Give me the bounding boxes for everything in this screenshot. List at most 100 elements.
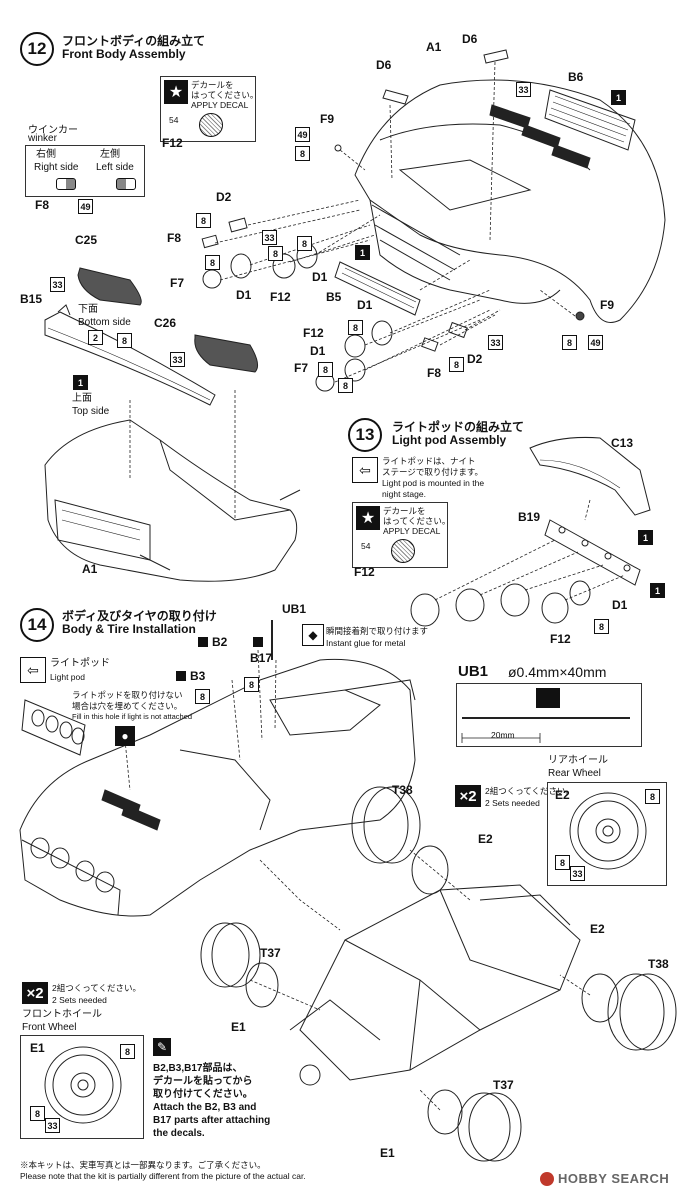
step-14-number: 14	[20, 608, 54, 642]
step-12-title-en: Front Body Assembly	[62, 47, 186, 61]
tires-step14	[200, 786, 677, 1162]
part-e1-upper: E1	[231, 1020, 246, 1034]
winker-right-jp: 右側	[36, 149, 56, 160]
front-wheel-color-8a: 8	[120, 1044, 135, 1059]
part-e2-upper: E2	[478, 832, 493, 846]
footer-note-en: Please note that the kit is partially di…	[20, 1171, 306, 1181]
instant-glue-icon: ◆	[302, 624, 324, 646]
light-pod-stage-icon: ⇦	[20, 657, 46, 683]
bottom-side-jp: 下面	[78, 304, 98, 315]
color-8-b3: 8	[195, 689, 210, 704]
decal-number-step13: 54	[361, 541, 371, 551]
step-14-title-jp: ボディ及びタイヤの取り付け	[62, 609, 217, 623]
guide-lines-step12	[214, 61, 576, 383]
decal-note-jp1: デカールを	[191, 80, 234, 90]
rear-wheel-sets-badge: ×2	[455, 785, 481, 807]
rear-wheel-color-33: 33	[570, 866, 585, 881]
part-c25: C25	[75, 233, 98, 247]
front-wheel-color-33: 33	[45, 1118, 60, 1133]
attach-note-jp1: B2,B3,B17部品は、	[153, 1063, 243, 1074]
decal-part-label-step12: F12	[162, 136, 183, 150]
rear-wheel-box	[547, 782, 667, 886]
color-8-d1-c: 8	[348, 320, 363, 335]
front-wheel-color-8b: 8	[30, 1106, 45, 1121]
front-wheel-box	[20, 1035, 144, 1139]
part-d1-step13: D1	[612, 598, 628, 612]
color-33-c26: 33	[170, 352, 185, 367]
front-wheel-drawing	[44, 1046, 122, 1124]
ub1-length-label: 20mm	[491, 730, 515, 740]
b17-decal-icon	[253, 637, 263, 647]
decal-star-icon: ★	[164, 80, 188, 104]
part-d1-a: D1	[236, 288, 252, 302]
decal-note-jp2-step13: はってください。	[383, 516, 451, 526]
front-wheel-sets-en: 2 Sets needed	[52, 995, 107, 1005]
winker-box: 右側 Right side 左側 Left side	[25, 145, 145, 197]
attach-note-en1: Attach the B2, B3 and	[153, 1102, 257, 1113]
part-f8-right: F8	[427, 366, 442, 380]
rear-wheel-jp: リアホイール	[548, 755, 608, 766]
bottom-side-en: Bottom side	[78, 317, 131, 328]
front-wheel-sets-jp: 2組つくってください。	[52, 983, 142, 993]
part-f7-right: F7	[294, 361, 309, 375]
color-1-c13: 1	[638, 530, 653, 545]
guide-lines-lower-body	[129, 390, 236, 520]
step-13-title-en: Light pod Assembly	[392, 433, 507, 447]
part-a1-lower: A1	[82, 562, 98, 576]
ub1-detail-spec: ø0.4mm×40mm	[508, 664, 607, 680]
guide-lines-step13	[434, 499, 626, 601]
footer-note-jp: ※本キットは、実車写真とは一部異なります。ご了承ください。	[20, 1160, 266, 1170]
color-33-c25: 33	[50, 277, 65, 292]
part-b5: B5	[326, 290, 342, 304]
fill-hole-icon: ●	[115, 726, 135, 746]
chassis-step14	[289, 884, 581, 1086]
decal-note-box-step12: ★ デカールを はってください。 APPLY DECAL 54	[160, 76, 258, 142]
part-b17: B17	[250, 651, 273, 665]
part-d2-right: D2	[467, 352, 483, 366]
ub1-rod-drawing	[271, 620, 630, 743]
parts-c25-c26	[77, 267, 259, 373]
part-d6-left: D6	[376, 58, 392, 72]
part-f7-left: F7	[170, 276, 185, 290]
louvers-33	[489, 104, 591, 169]
winker-part-label: F8	[35, 198, 50, 212]
color-8-b17: 8	[244, 677, 259, 692]
attach-note-jp3: 取り付けてください。	[153, 1089, 253, 1100]
car-body-step14	[19, 658, 416, 917]
step-14-title-en: Body & Tire Installation	[62, 622, 196, 636]
part-f8-left: F8	[167, 231, 182, 245]
part-t37-upper: T37	[260, 946, 281, 960]
headlights-step12	[201, 49, 585, 392]
part-d6-right: D6	[462, 32, 478, 46]
decal-preview-icon	[199, 113, 223, 137]
part-f12-right: F12	[303, 326, 324, 340]
step-12-number: 12	[20, 32, 54, 66]
b3-decal-icon	[176, 671, 186, 681]
light-pod-note-en1: Light pod is mounted in the	[382, 478, 485, 488]
part-b3: B3	[190, 669, 206, 683]
front-wheel-part: E1	[30, 1041, 45, 1055]
louvers-step14	[101, 789, 161, 831]
ub1-detail-box: 20mm	[456, 683, 642, 747]
color-1-b5: 1	[355, 245, 370, 260]
step-12-title-jp: フロントボディの組み立て	[62, 34, 206, 48]
part-b6: B6	[568, 70, 584, 84]
attach-note-jp2: デカールを貼ってから	[153, 1076, 253, 1087]
winker-color-49: 49	[78, 199, 93, 214]
winker-right-part	[56, 178, 76, 190]
rear-wheel-sets-en: 2 Sets needed	[485, 798, 540, 808]
light-pod-en: Light pod	[50, 672, 85, 682]
part-t37-lower: T37	[493, 1078, 514, 1092]
spoiler-b15	[44, 304, 216, 406]
top-side-jp: 上面	[72, 393, 92, 404]
winker-left-en: Left side	[96, 162, 134, 173]
decal-star-icon-step13: ★	[356, 506, 380, 530]
color-33-d2-left: 33	[262, 230, 277, 245]
light-pod-c13	[529, 436, 651, 516]
color-8-d2-left: 8	[196, 213, 211, 228]
color-8-d1-a: 8	[268, 246, 283, 261]
part-e1-lower: E1	[380, 1146, 395, 1160]
color-1-b6: 1	[611, 90, 626, 105]
step-13-number: 13	[348, 418, 382, 452]
